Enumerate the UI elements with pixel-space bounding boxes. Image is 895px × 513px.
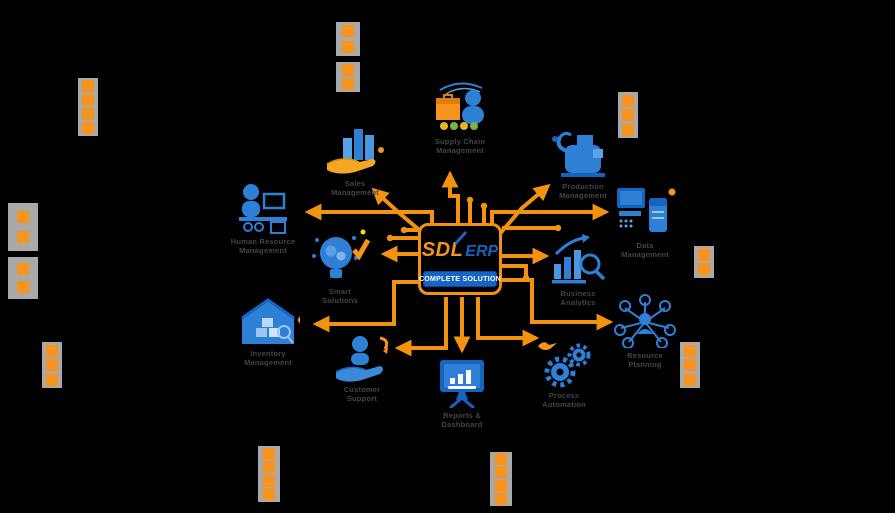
network-person-icon [614,294,676,348]
dot-strip [78,78,98,136]
sales-growth-icon [326,129,384,174]
hr-desk-icon [239,184,287,234]
dot-strip [258,446,280,502]
dot-strip [336,62,360,92]
gears-icon [538,342,591,388]
dot-strip [8,203,38,251]
brand-primary: SDL [421,239,464,261]
dot-strip [680,342,700,388]
production-machine-icon [552,131,605,177]
computer-server-icon [617,188,676,232]
dot-strip [336,22,360,56]
idea-bulb-icon [312,229,371,278]
node-reports: Reports &Dashboard [430,358,494,429]
dot-strip [618,92,638,138]
customer-care-icon [335,336,389,382]
center-logo-box: SDL ERP COMPLETE SOLUTION [418,223,502,295]
pen-icon [454,230,468,245]
dot-strip [42,342,62,388]
banner: COMPLETE SOLUTION [419,271,501,287]
dot-strip [8,257,38,299]
dashboard-icon [440,360,484,408]
dot-strip [490,452,512,506]
node-label: Reports &Dashboard [441,411,483,429]
dot-strip [694,246,714,278]
brand-secondary: ERP [465,243,499,260]
brand-logo: SDL ERP [421,230,499,262]
warehouse-icon [241,298,300,344]
supply-chain-icon [436,82,484,130]
